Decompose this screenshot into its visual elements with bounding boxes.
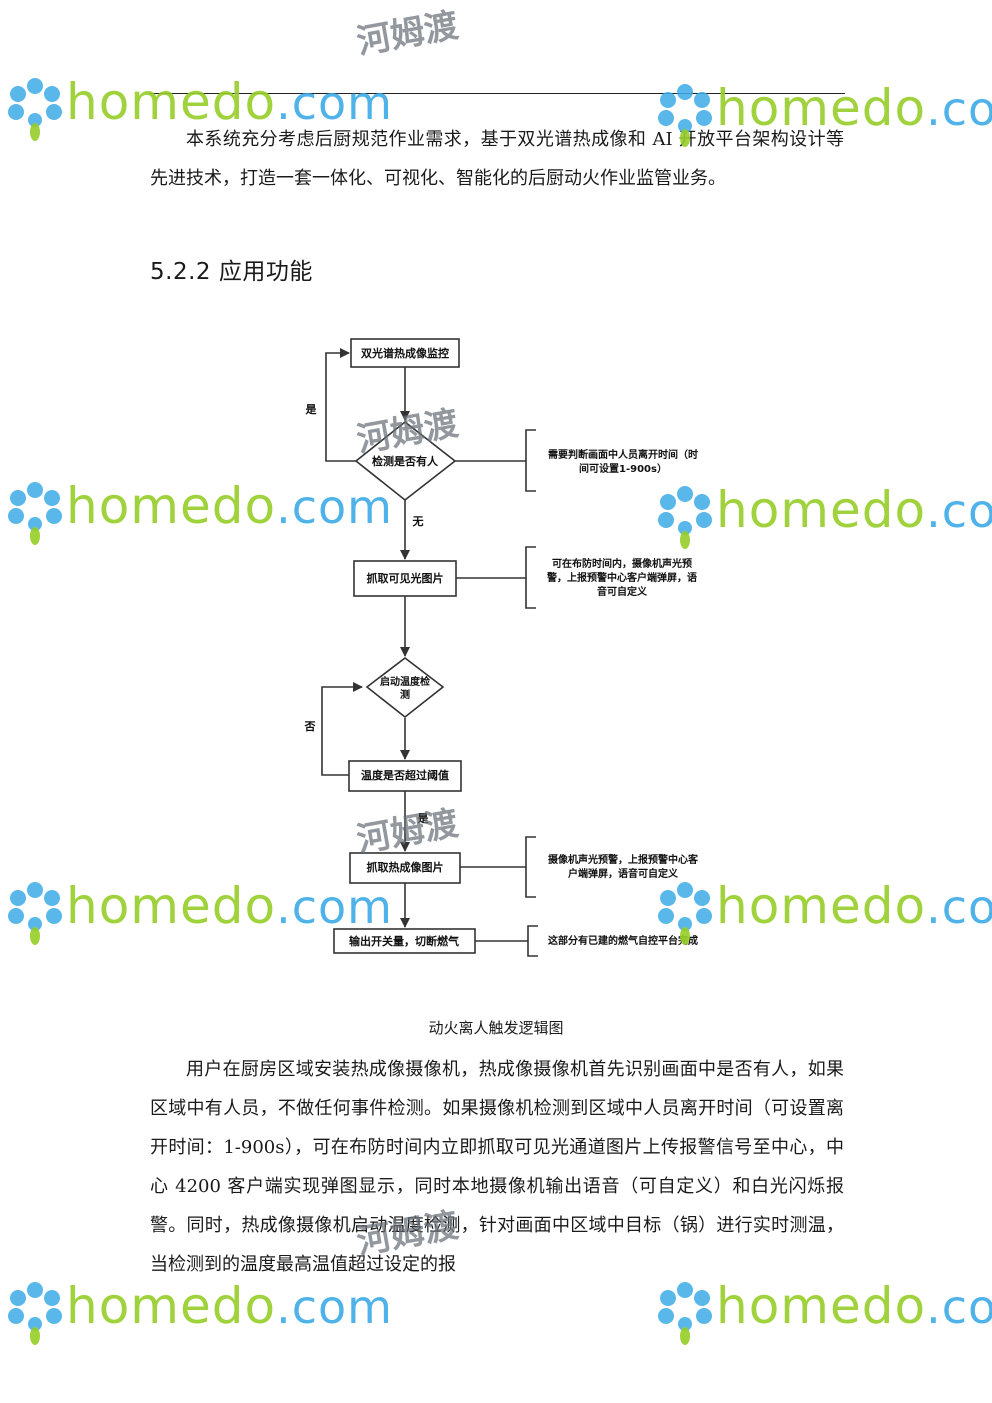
note2-line2: 警，上报预警中心客户端弹屏，语 xyxy=(546,571,697,584)
node-output-switch xyxy=(333,928,476,954)
edge-label-yes-down: 是 xyxy=(417,812,430,825)
node-over-threshold-label: 温度是否超过阈值 xyxy=(361,768,449,782)
note4-line1: 这部分有已建的燃气自控平台完成 xyxy=(548,934,698,947)
intro-paragraph: 本系统充分考虑后厨规范作业需求，基于双光谱热成像和 AI 开放平台架构设计等先进… xyxy=(150,129,844,189)
flower-logo-icon xyxy=(8,78,62,141)
node-temp-detect-label-2: 测 xyxy=(400,688,410,701)
note3-line1: 摄像机声光预警，上报预警中心客 xyxy=(548,853,699,866)
node-monitor xyxy=(350,338,460,368)
edge-label-yes-loop: 是 xyxy=(305,403,318,416)
node-over-threshold xyxy=(348,760,462,792)
flower-logo-icon xyxy=(8,1282,62,1345)
note2-line1: 可在布防时间内，摄像机声光预 xyxy=(552,557,692,570)
flower-logo-icon xyxy=(658,1282,712,1345)
note1-line2: 间可设置1-900s） xyxy=(579,462,667,475)
body-paragraph: 用户在厨房区域安装热成像摄像机，热成像摄像机首先识别画面中是否有人，如果区域中有… xyxy=(150,1059,844,1275)
note2-bracket xyxy=(525,546,536,609)
node-capture-thermal xyxy=(349,852,461,884)
section-heading: 5.2.2 应用功能 xyxy=(150,259,313,285)
edge-loop-no xyxy=(321,682,363,776)
note3-line2: 户端弹屏，语音可自定义 xyxy=(567,867,679,880)
node-capture-visible-label: 抓取可见光图片 xyxy=(367,571,444,585)
node-capture-visible xyxy=(353,560,457,597)
node-output-switch-label: 输出开关量，切断燃气 xyxy=(349,934,459,948)
node-detect-person xyxy=(354,420,457,502)
edge-label-no-loop: 否 xyxy=(304,720,316,733)
flowchart: 双光谱热成像监控 检测是否有人 抓取可见光图片 启动温度检 测 温度是否超过阈值… xyxy=(304,338,699,957)
node-detect-person-label: 检测是否有人 xyxy=(372,454,439,468)
edge-label-none: 无 xyxy=(412,515,424,528)
node-temp-detect-label-1: 启动温度检 xyxy=(380,675,430,688)
figure-caption: 动火离人触发逻辑图 xyxy=(428,1019,564,1037)
watermark-cn-1: 河姆渡 xyxy=(353,5,462,63)
node-temp-detect xyxy=(365,656,445,719)
edge-loop-yes xyxy=(325,348,356,462)
note3-bracket xyxy=(525,836,536,898)
note1-line1: 需要判断画面中人员离开时间（时 xyxy=(548,448,698,461)
header-rule xyxy=(149,93,845,94)
node-monitor-label: 双光谱热成像监控 xyxy=(361,346,449,360)
node-capture-thermal-label: 抓取热成像图片 xyxy=(367,860,444,874)
note4-bracket xyxy=(527,925,538,957)
note2-line3: 音可自定义 xyxy=(597,585,648,598)
note1-bracket xyxy=(525,429,536,492)
